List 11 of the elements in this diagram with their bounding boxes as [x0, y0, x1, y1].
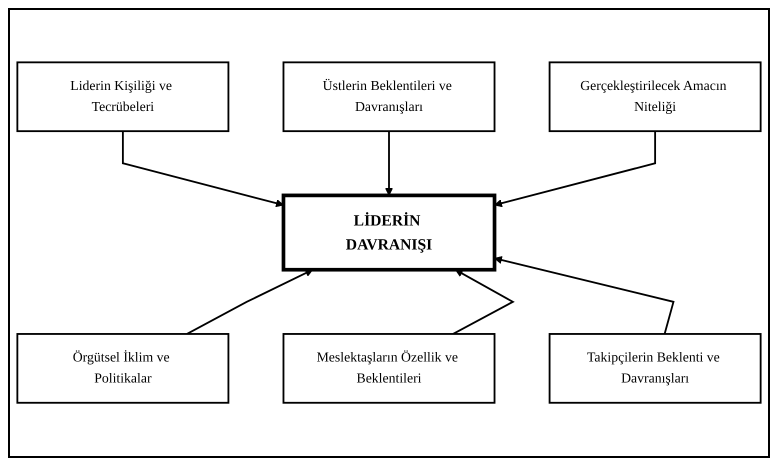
node-box — [16, 62, 230, 133]
node-box — [16, 333, 230, 404]
node-box — [282, 62, 496, 133]
arrow — [186, 270, 314, 336]
node-box — [548, 333, 762, 404]
node-box — [282, 194, 496, 272]
node-box — [548, 62, 762, 133]
arrow — [452, 270, 515, 336]
node-box — [282, 333, 496, 404]
arrow — [384, 132, 394, 196]
frame-border: Liderin Kişiliği ve Tecrübeleri Üstlerin Beklentileri ve Davranışları Gerçekleştirilecek Amacın Niteliği LİDERİN DAVRANIŞI Örgütsel İklim ve Politikalar Meslektaşların Özellik ve Beklentileri Takipçilerin Beklenti ve Davranışları — [8, 8, 770, 458]
